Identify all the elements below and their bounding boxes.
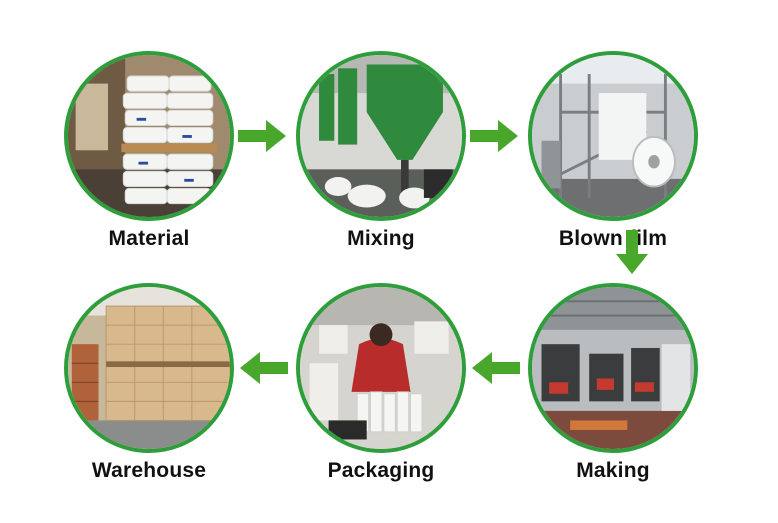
warehouse-photo bbox=[64, 283, 234, 453]
step-label: Warehouse bbox=[91, 459, 207, 482]
arrow-left-icon bbox=[238, 350, 288, 386]
step-making: Making bbox=[528, 283, 698, 482]
mixing-photo bbox=[296, 51, 466, 221]
step-label: Blown film bbox=[558, 227, 668, 250]
making-photo bbox=[528, 283, 698, 453]
step-packaging: Packaging bbox=[296, 283, 466, 482]
step-mixing: Mixing bbox=[296, 51, 466, 250]
arrow-left-icon bbox=[470, 350, 520, 386]
step-material: Material bbox=[64, 51, 234, 250]
step-label: Mixing bbox=[347, 227, 415, 250]
step-blown-film: Blown film bbox=[528, 51, 698, 250]
arrow-down-icon bbox=[614, 230, 650, 276]
packaging-photo bbox=[296, 283, 466, 453]
arrow-right-icon bbox=[238, 118, 288, 154]
material-photo bbox=[64, 51, 234, 221]
step-label: Making bbox=[576, 459, 650, 482]
step-warehouse: Warehouse bbox=[64, 283, 234, 482]
step-label: Packaging bbox=[327, 459, 435, 482]
blown-film-photo bbox=[528, 51, 698, 221]
step-label: Material bbox=[108, 227, 190, 250]
arrow-right-icon bbox=[470, 118, 520, 154]
